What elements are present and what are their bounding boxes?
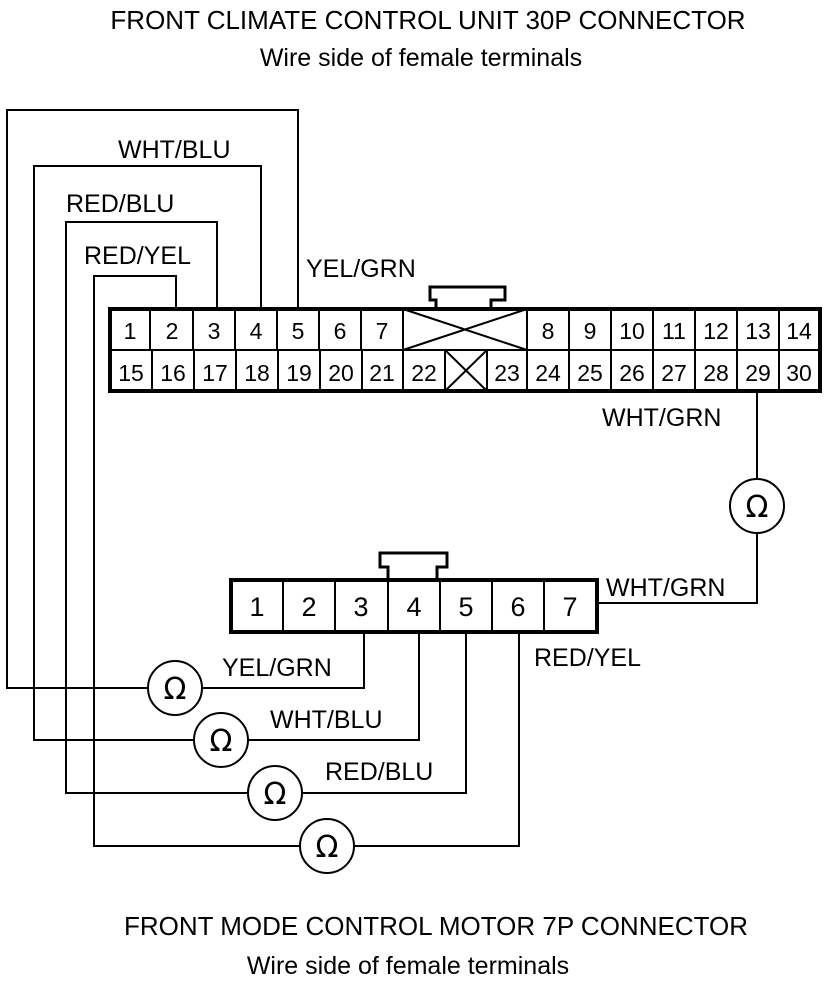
pin-label: 29 <box>745 360 771 386</box>
ohm-icon: Ω <box>164 672 187 707</box>
bottom-connector-body <box>229 578 599 634</box>
wire-label-wht-blu-motor: WHT/BLU <box>270 706 383 734</box>
wire-yel-grn-motor <box>202 630 365 689</box>
row1-dividers <box>149 309 780 350</box>
wire-wht-blu <box>33 165 262 741</box>
ohmmeter-wht-blu: Ω <box>193 712 249 768</box>
wire-red-blu-motor <box>302 630 467 794</box>
pin-label: 18 <box>244 360 270 386</box>
pin-label: 28 <box>703 360 729 386</box>
pin-label: 13 <box>745 318 771 344</box>
ohm-icon: Ω <box>316 830 339 865</box>
pin-label: 16 <box>160 360 186 386</box>
wire-yel-grn <box>6 109 299 689</box>
pin-label: 25 <box>577 360 603 386</box>
wire-red-yel <box>93 275 300 847</box>
pin-label: 22 <box>411 360 437 386</box>
wire-wht-blu-motor <box>248 630 420 741</box>
pin-label: 4 <box>250 318 263 344</box>
pin-label: 23 <box>494 360 520 386</box>
wire-label-red-yel-motor: RED/YEL <box>534 644 641 672</box>
wire-wht-grn-motor <box>597 533 758 604</box>
pin-label: 6 <box>510 592 525 622</box>
wire-red-blu <box>65 221 248 794</box>
ohmmeter-wht-grn: Ω <box>729 478 785 534</box>
ohmmeter-circle <box>729 478 785 534</box>
wire-label-red-yel: RED/YEL <box>84 242 191 270</box>
pin-label: 12 <box>703 318 729 344</box>
top-connector-latch <box>428 285 507 310</box>
pin-label: 7 <box>562 592 577 622</box>
pin-label: 8 <box>542 318 555 344</box>
wires <box>6 109 758 847</box>
bottom-connector-latch <box>378 551 449 581</box>
pin-label: 10 <box>619 318 645 344</box>
pin-label: 1 <box>124 318 137 344</box>
ohmmeter-red-blu: Ω <box>247 765 303 821</box>
pin-label: 20 <box>328 360 354 386</box>
pin-label: 21 <box>369 360 395 386</box>
pin-label: 3 <box>208 318 221 344</box>
pin-label: 14 <box>786 318 812 344</box>
bottom-connector-title: FRONT MODE CONTROL MOTOR 7P CONNECTOR <box>124 911 748 941</box>
ohmmeter-circle <box>299 818 355 874</box>
top-connector-subtitle: Wire side of female terminals <box>260 44 582 72</box>
pin-label: 4 <box>406 592 421 622</box>
ohmmeter-circle <box>247 765 303 821</box>
pin-label: 5 <box>292 318 305 344</box>
blank-cell-cross <box>402 308 528 351</box>
ohm-icon: Ω <box>264 777 287 812</box>
wire-label-yel-grn: YEL/GRN <box>306 255 416 283</box>
pin-label: 11 <box>662 318 686 344</box>
top-connector-30p: 1 2 3 4 5 6 7 8 9 10 11 12 13 14 15 16 1… <box>108 307 822 393</box>
ohm-icon: Ω <box>746 490 769 525</box>
wire-label-wht-grn: WHT/GRN <box>602 404 721 432</box>
ohmmeter-circle <box>193 712 249 768</box>
pin-label: 5 <box>458 592 473 622</box>
bottom-connector-subtitle: Wire side of female terminals <box>247 952 569 980</box>
pin-label: 26 <box>619 360 645 386</box>
top-connector-title: FRONT CLIMATE CONTROL UNIT 30P CONNECTOR <box>110 5 745 35</box>
pin-label: 6 <box>334 318 347 344</box>
pin-label: 3 <box>353 592 368 622</box>
wire-label-red-blu-motor: RED/BLU <box>325 758 433 786</box>
row2-dividers <box>151 350 780 391</box>
pin-label: 19 <box>286 360 312 386</box>
wire-red-yel-motor <box>354 630 520 847</box>
ohmmeter-red-yel: Ω <box>299 818 355 874</box>
wire-label-yel-grn-motor: YEL/GRN <box>222 654 332 682</box>
pin-label: 24 <box>535 360 561 386</box>
ohmmeter-yel-grn: Ω <box>147 660 203 716</box>
blank-cell-cross <box>444 349 488 392</box>
pin-label: 7 <box>376 318 389 344</box>
pin-label: 1 <box>249 592 264 622</box>
pin-label: 2 <box>166 318 179 344</box>
pin-label: 15 <box>118 360 144 386</box>
bottom-connector-7p: 1 2 3 4 5 6 7 <box>229 578 599 634</box>
wire-label-wht-grn-motor: WHT/GRN <box>606 574 725 602</box>
ohmmeter-circle <box>147 660 203 716</box>
pin-label: 17 <box>202 360 228 386</box>
pin-label: 9 <box>584 318 597 344</box>
ohm-icon: Ω <box>210 724 233 759</box>
pin-label: 2 <box>301 592 316 622</box>
pin-label: 27 <box>661 360 687 386</box>
wire-label-wht-blu: WHT/BLU <box>118 136 231 164</box>
pin-label: 30 <box>786 360 812 386</box>
wire-label-red-blu: RED/BLU <box>66 190 174 218</box>
